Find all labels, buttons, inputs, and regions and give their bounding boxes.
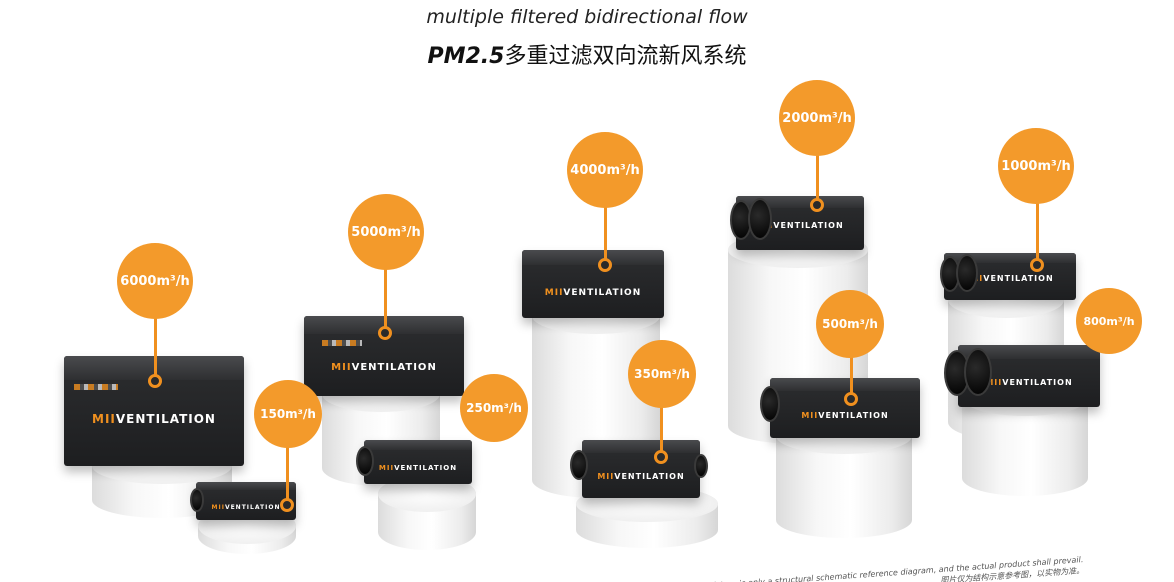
- duct-icon: [694, 454, 708, 478]
- callout-stem: [154, 318, 157, 380]
- callout-dot: [1030, 258, 1044, 272]
- unit-brand: MIIVENTILATION: [801, 411, 889, 420]
- ventilation-unit-150: MIIVENTILATION: [196, 482, 296, 520]
- ventilation-unit-500: MIIVENTILATION: [770, 378, 920, 438]
- callout-stem: [384, 268, 387, 330]
- capacity-bubble-4000: 4000m³/h: [567, 132, 643, 208]
- disclaimer: IThe picture is only a structural schema…: [688, 554, 1084, 582]
- callout-dot: [810, 198, 824, 212]
- duct-icon: [570, 450, 588, 480]
- callout-stem: [816, 152, 819, 202]
- callout-stem: [604, 204, 607, 260]
- callout-dot: [378, 326, 392, 340]
- duct-icon: [190, 488, 204, 512]
- unit-brand: MIIVENTILATION: [544, 288, 642, 298]
- title-prefix: PM2.5: [427, 44, 505, 69]
- callout-dot: [280, 498, 294, 512]
- callout-stem: [660, 404, 663, 454]
- unit-brand: MIIVENTILATION: [211, 504, 281, 511]
- ventilation-unit-250: MIIVENTILATION: [364, 440, 472, 484]
- capacity-bubble-800: 800m³/h: [1076, 288, 1142, 354]
- ventilation-unit-350: MIIVENTILATION: [582, 440, 700, 498]
- subtitle: multiple filtered bidirectional flow: [426, 6, 748, 28]
- duct-icon: [748, 198, 772, 240]
- capacity-bubble-150: 150m³/h: [254, 380, 322, 448]
- callout-stem: [286, 446, 289, 502]
- unit-brand: MIIVENTILATION: [597, 472, 685, 481]
- capacity-bubble-2000: 2000m³/h: [779, 80, 855, 156]
- capacity-bubble-350: 350m³/h: [628, 340, 696, 408]
- duct-icon: [956, 254, 978, 292]
- callout-dot: [148, 374, 162, 388]
- unit-brand: MIIVENTILATION: [985, 378, 1073, 387]
- capacity-bubble-500: 500m³/h: [816, 290, 884, 358]
- duct-icon: [356, 446, 374, 476]
- callout-dot: [844, 392, 858, 406]
- capacity-bubble-1000: 1000m³/h: [998, 128, 1074, 204]
- capacity-bubble-6000: 6000m³/h: [117, 243, 193, 319]
- unit-brand: MIIVENTILATION: [92, 412, 216, 426]
- capacity-bubble-5000: 5000m³/h: [348, 194, 424, 270]
- callout-stem: [1036, 198, 1039, 260]
- unit-brand: MIIVENTILATION: [378, 464, 458, 472]
- duct-icon: [760, 386, 780, 422]
- duct-icon: [964, 348, 992, 396]
- capacity-bubble-250: 250m³/h: [460, 374, 528, 442]
- callout-dot: [598, 258, 612, 272]
- unit-brand: MIIVENTILATION: [331, 362, 437, 373]
- title-main: 多重过滤双向流新风系统: [504, 44, 747, 69]
- ventilation-unit-4000: MIIVENTILATION: [522, 250, 664, 318]
- pedestal-250: [378, 476, 476, 550]
- callout-dot: [654, 450, 668, 464]
- page-title: PM2.5多重过滤双向流新风系统: [0, 38, 1174, 70]
- callout-stem: [850, 350, 853, 396]
